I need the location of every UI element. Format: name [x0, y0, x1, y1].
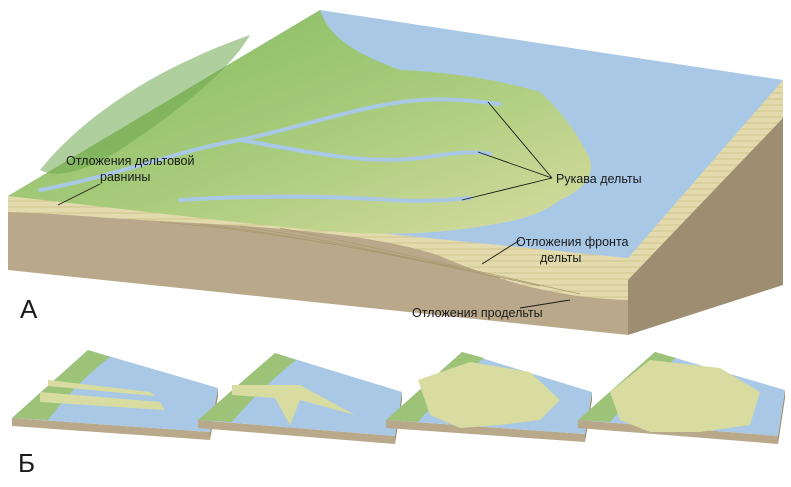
- block-a: [8, 10, 783, 335]
- stage-3: [386, 352, 592, 442]
- uplands: [40, 35, 250, 174]
- block-a-front-face: [8, 196, 628, 335]
- label-prodelta: Отложения продельты: [412, 306, 543, 320]
- label-delta-plain-line2: равнины: [100, 170, 150, 184]
- delta-plain-surface: [8, 10, 591, 234]
- block-a-right-strata: [628, 80, 783, 280]
- stage-2: [198, 353, 402, 444]
- label-delta-front-line1: Отложения фронта: [516, 235, 629, 249]
- stage-4: [578, 352, 785, 444]
- panel-label-a: А: [20, 294, 38, 324]
- block-a-front-sediments: [8, 196, 628, 300]
- stage-1: [12, 350, 218, 440]
- label-delta-front-line2: дельты: [540, 251, 581, 265]
- label-delta-plain-line1: Отложения дельтовой: [66, 154, 195, 168]
- clinoforms: [159, 221, 581, 295]
- panel-label-b: Б: [18, 448, 35, 478]
- label-delta-channels: Рукава дельты: [556, 172, 642, 186]
- label-pointers: [57, 101, 571, 309]
- delta-channels: [38, 97, 502, 203]
